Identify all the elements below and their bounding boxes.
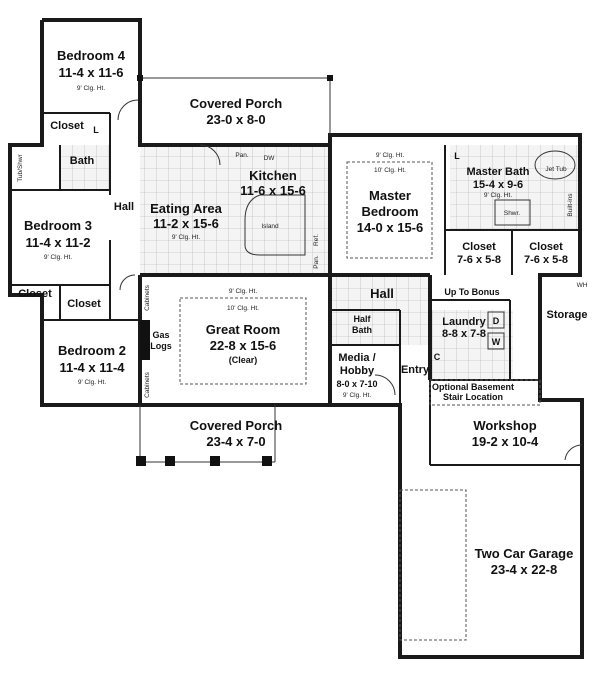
closet-m1-dims: 7-6 x 5-8 [457, 254, 501, 266]
porch-post [165, 456, 175, 466]
master-ceiling: 10' Clg. Ht. [374, 167, 406, 174]
master-ceiling-top: 9' Clg. Ht. [376, 152, 405, 159]
bedroom4-ceiling: 9' Clg. Ht. [77, 85, 106, 92]
bedroom2-name: Bedroom 2 [58, 343, 126, 358]
porch-post [210, 456, 220, 466]
master-dims: 14-0 x 15-6 [357, 220, 424, 235]
linen-label: L [93, 125, 99, 135]
bath-label: Bath [70, 155, 95, 167]
hall-center-label: Hall [370, 286, 394, 301]
closet-b4-label: Closet [50, 120, 84, 132]
master-bath-dims: 15-4 x 9-6 [473, 179, 523, 191]
great-room-name: Great Room [206, 322, 280, 337]
water-heater-label: WH [577, 282, 588, 289]
cabinets-bottom: Cabinets [144, 371, 151, 397]
bedroom3-ceiling: 9' Clg. Ht. [44, 254, 73, 261]
gas-logs-1: Gas [152, 330, 169, 340]
laundry-name: Laundry [442, 316, 486, 328]
media-dims: 8-0 x 7-10 [336, 379, 377, 389]
front-porch-dims: 23-4 x 7-0 [206, 434, 265, 449]
closet-c-label: C [434, 352, 441, 362]
eating-area-ceiling: 9' Clg. Ht. [172, 234, 201, 241]
porch-post [136, 456, 146, 466]
washer [487, 332, 505, 350]
garage-name: Two Car Garage [475, 546, 574, 561]
garage-slab-outline [399, 489, 467, 641]
half-bath-2: Bath [352, 325, 372, 335]
kitchen-dims: 11-6 x 15-6 [240, 183, 306, 198]
porch-post [262, 456, 272, 466]
storage-label: Storage [547, 309, 588, 321]
workshop-name: Workshop [473, 418, 536, 433]
closet-m2-name: Closet [529, 241, 563, 253]
kitchen-ref: Ref. [313, 234, 320, 246]
rear-porch-name: Covered Porch [190, 96, 283, 111]
shower-label: Shwr. [504, 210, 520, 217]
dryer [487, 311, 505, 329]
master-bath-floor [450, 145, 580, 230]
kitchen-pantry: Pan. [235, 152, 249, 159]
master-bath-ceiling: 9' Clg. Ht. [484, 192, 513, 199]
bath-floor [60, 145, 110, 190]
great-room-ceiling-outline [179, 297, 307, 385]
basement-stair-1: Optional Basement [432, 382, 514, 392]
built-ins-label: Built-ins [567, 193, 574, 217]
closet-b3-label: Closet [18, 288, 52, 300]
front-porch-name: Covered Porch [190, 418, 283, 433]
half-bath-1: Half [353, 314, 371, 324]
kitchen-island [244, 194, 306, 256]
closet-b2-label: Closet [67, 298, 101, 310]
hall-left-label: Hall [114, 201, 134, 213]
eating-area-dims: 11-2 x 15-6 [153, 216, 219, 231]
master-linen: L [454, 151, 460, 161]
washer-label: W [492, 337, 501, 347]
entry-label: Entry [401, 364, 430, 376]
kitchen-floor [140, 145, 330, 275]
gas-logs-2: Logs [150, 341, 172, 351]
bedroom3-dims: 11-4 x 11-2 [25, 235, 90, 250]
tub-shwr-label: Tub/Shwr [17, 153, 24, 181]
kitchen-dw: DW [264, 155, 276, 162]
master-name2: Bedroom [361, 204, 418, 219]
media-ceiling: 9' Clg. Ht. [343, 392, 372, 399]
bedroom2-ceiling: 9' Clg. Ht. [78, 379, 107, 386]
cabinets-top: Cabinets [144, 284, 151, 310]
garage-dims: 23-4 x 22-8 [491, 562, 558, 577]
basement-stair-outline [429, 379, 541, 406]
master-name: Master [369, 188, 411, 203]
up-to-bonus-label: Up To Bonus [444, 287, 499, 297]
dryer-label: D [493, 316, 500, 326]
kitchen-name: Kitchen [249, 168, 297, 183]
workshop-dims: 19-2 x 10-4 [472, 434, 539, 449]
closet-m2-dims: 7-6 x 5-8 [524, 254, 568, 266]
bedroom4-name: Bedroom 4 [57, 48, 126, 63]
bedroom2-dims: 11-4 x 11-4 [59, 360, 125, 375]
jet-tub-label: Jet Tub [545, 166, 567, 173]
bedroom3-name: Bedroom 3 [24, 218, 92, 233]
master-bath-name: Master Bath [467, 166, 530, 178]
laundry-dims: 8-8 x 7-8 [442, 328, 486, 340]
media-name: Media / [338, 352, 375, 364]
shower [494, 199, 531, 226]
eating-area-name: Eating Area [150, 201, 223, 216]
great-room-ceiling-bottom: 10' Clg. Ht. [227, 305, 259, 312]
fireplace [140, 320, 150, 360]
kitchen-pantry2: Pan. [313, 255, 320, 269]
kitchen-island-label: Island [261, 223, 279, 230]
laundry-floor [428, 310, 513, 380]
great-room-ceiling-top: 9' Clg. Ht. [229, 288, 258, 295]
master-ceiling-outline [346, 161, 433, 259]
great-room-dims: 22-8 x 15-6 [210, 338, 277, 353]
media-name2: Hobby [340, 365, 375, 377]
jet-tub [534, 150, 576, 180]
bedroom4-dims: 11-4 x 11-6 [58, 65, 123, 80]
closet-m1-name: Closet [462, 241, 496, 253]
basement-stair-2: Stair Location [443, 392, 503, 402]
great-room-note: (Clear) [229, 355, 258, 365]
rear-porch-dims: 23-0 x 8-0 [206, 112, 265, 127]
